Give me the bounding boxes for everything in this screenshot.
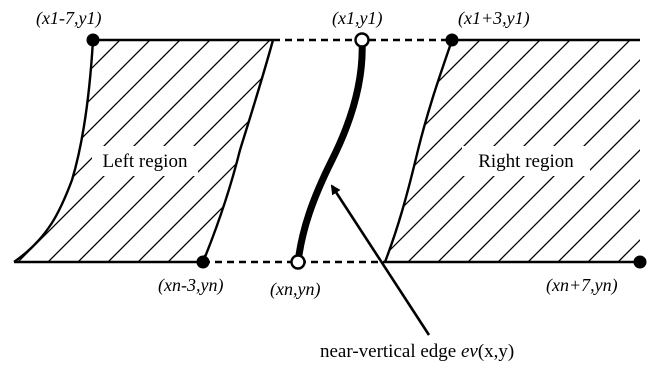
left-bottom-point [196, 255, 210, 269]
left-region-label: Left region [103, 151, 188, 172]
right-region-label-bg [462, 146, 590, 176]
edge-label-text: near-vertical edge [320, 341, 461, 362]
center-bottom-point [290, 254, 306, 270]
right-region-label: Right region [478, 151, 574, 172]
center-top-label: (x1,y1) [332, 8, 382, 29]
left-region-hatch [14, 40, 273, 262]
center-bottom-label: (xn,yn) [270, 279, 320, 300]
right-top-label: (x1+3,y1) [458, 8, 530, 29]
left-region-label-bg [92, 146, 198, 176]
left-bottom-label: (xn-3,yn) [158, 275, 223, 296]
right-top-point [445, 33, 459, 47]
right-bottom-point [633, 255, 647, 269]
edge-label-symbol: ev [461, 341, 478, 362]
left-top-label: (x1-7,y1) [36, 8, 101, 29]
center-top-point [354, 32, 370, 48]
right-region-outline [383, 38, 640, 264]
near-vertical-edge [294, 36, 366, 266]
edge-pointer-arrow [330, 184, 431, 336]
left-region-outline [13, 38, 275, 264]
right-bottom-label: (xn+7,yn) [546, 275, 618, 296]
edge-label-args: (x,y) [478, 341, 514, 362]
edge-label: near-vertical edge ev(x,y) [320, 341, 514, 362]
left-top-point [86, 33, 100, 47]
